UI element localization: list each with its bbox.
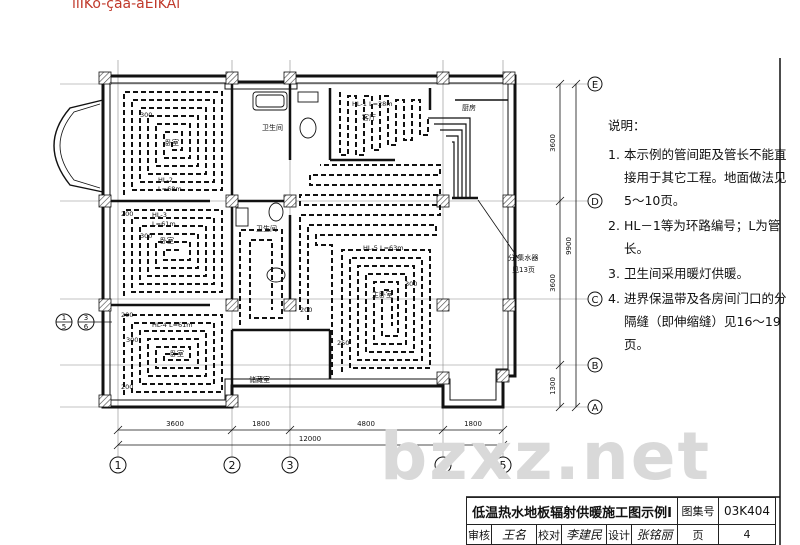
room-storage: 储藏室 [249,375,270,384]
row-axis-b: B [592,361,599,372]
note-text: 本示例的管间距及管长不能直接用于其它工程。地面做法见5～10页。 [624,147,787,208]
row-axis-c: C [592,295,599,306]
note-text: 进界保温带及各房间门口的分隔缝（即伸缩缝）见16～19页。 [624,291,787,352]
note-item: 2. HL－1等为环路编号；L为管长。 [608,214,788,260]
heating-pipe-loops [123,91,441,395]
note-item: 4. 进界保温带及各房间门口的分隔缝（即伸缩缝）见16～19页。 [608,287,788,356]
row-axis-a: A [592,403,599,414]
loop-hl2-label: HL-2 [158,176,173,184]
atlas-number: 03K404 [718,497,776,525]
note-text: 卫生间采用暖灯供暖。 [624,266,750,281]
watermark: bzxz.net [380,418,712,495]
col-axis-5: 5 [500,459,507,472]
section-marker-bottom-left: 5 [62,323,66,331]
columns [98,71,516,408]
dim-bottom-4: 1800 [464,420,482,428]
room-bedroom-1: 卧室 [165,138,179,147]
header-fragment: ïïÎ­Kô-çaa-âËÌKÁï [72,0,181,12]
title-block: 低温热水地板辐射供暖施工图示例Ⅰ 图集号 03K404 审核 王名 校对 李建民… [466,497,776,545]
note-item: 1. 本示例的管间距及管长不能直接用于其它工程。地面做法见5～10页。 [608,143,788,212]
check-signature: 李建民 [561,524,607,545]
loop-hl4-label: HL-4 L=61m [152,321,193,329]
room-bathroom-2: 卫生间 [256,224,277,233]
room-bedroom-2: 卧室 [160,236,174,245]
manifold-leader [477,199,519,259]
notes-panel: 说明： 1. 本示例的管间距及管长不能直接用于其它工程。地面做法见5～10页。 … [608,114,788,358]
row-axis-d: D [591,197,599,208]
section-marker: 1 5 3 6 [55,313,112,331]
loop-hl3-label: HL-3 [152,211,167,219]
right-dimension-lines [555,79,581,412]
dim-bottom-3: 4800 [357,420,375,428]
room-master-bedroom: 主卧室 [372,290,393,299]
review-signature: 王名 [491,524,537,545]
section-marker-top-right: 3 [84,314,88,322]
manifold-label: 分/集水器 [508,253,538,262]
note-number: 2. [608,218,620,233]
dim-right-3: 1300 [549,377,557,395]
spacing-label: 250 [337,339,349,347]
bay-window [53,99,104,193]
loop-hl5-label: HL-5 L=63m [363,244,404,252]
section-marker-bottom-right: 6 [84,323,89,331]
loop-hl1-label: HL-1 L=28m [352,100,393,108]
row-axis-e: E [592,80,598,91]
atlas-label: 图集号 [677,497,719,525]
design-label: 设计 [606,524,632,545]
note-number: 4. [608,291,620,306]
col-axis-3: 3 [287,459,294,472]
room-living: 客厅 [362,113,376,122]
design-signature: 张铭丽 [631,524,678,545]
loop-hl2-length: L=68m [158,185,182,193]
spacing-label: 200 [121,210,133,218]
row-axis-bubbles [587,76,603,415]
col-axis-1: 1 [115,459,122,472]
column-axis-bubbles [109,456,512,474]
dim-bottom-total: 12000 [299,435,321,443]
dim-right-1: 3600 [549,134,557,152]
spacing-label: 300 [126,336,138,344]
note-number: 1. [608,147,620,162]
note-number: 3. [608,266,620,281]
section-marker-top-left: 1 [62,314,66,322]
manifold-page-ref: 见13页 [512,266,535,274]
room-kitchen: 厨房 [462,103,476,112]
dim-bottom-2: 1800 [252,420,270,428]
manifold-feeders [428,117,478,200]
check-label: 校对 [536,524,562,545]
spacing-label: 300 [405,280,417,288]
dim-right-total: 9900 [565,237,573,255]
review-label: 审核 [466,524,492,545]
loop-hl3-length: L=61m [152,220,176,228]
spacing-label: 300 [140,111,152,119]
drawing-title: 低温热水地板辐射供暖施工图示例Ⅰ [466,497,678,525]
bottom-dimension-lines [113,425,508,450]
col-axis-2: 2 [229,459,236,472]
room-bathroom-1: 卫生间 [262,123,283,132]
dim-right-2: 3600 [549,274,557,292]
notes-title: 说明： [608,118,646,133]
spacing-label: 200 [121,311,133,319]
bathroom-fixtures [235,91,319,283]
col-axis-4: 4 [440,459,447,472]
note-item: 3. 卫生间采用暖灯供暖。 [608,262,788,285]
page-number: 4 [718,524,776,545]
dim-bottom-1: 3600 [166,420,184,428]
page-label: 页 [677,524,719,545]
spacing-label: 200 [300,306,312,314]
note-text: HL－1等为环路编号；L为管长。 [624,218,781,256]
spacing-label: 300 [140,232,152,240]
room-bedroom-3: 卧室 [170,349,184,358]
spacing-label: 200 [121,383,133,391]
